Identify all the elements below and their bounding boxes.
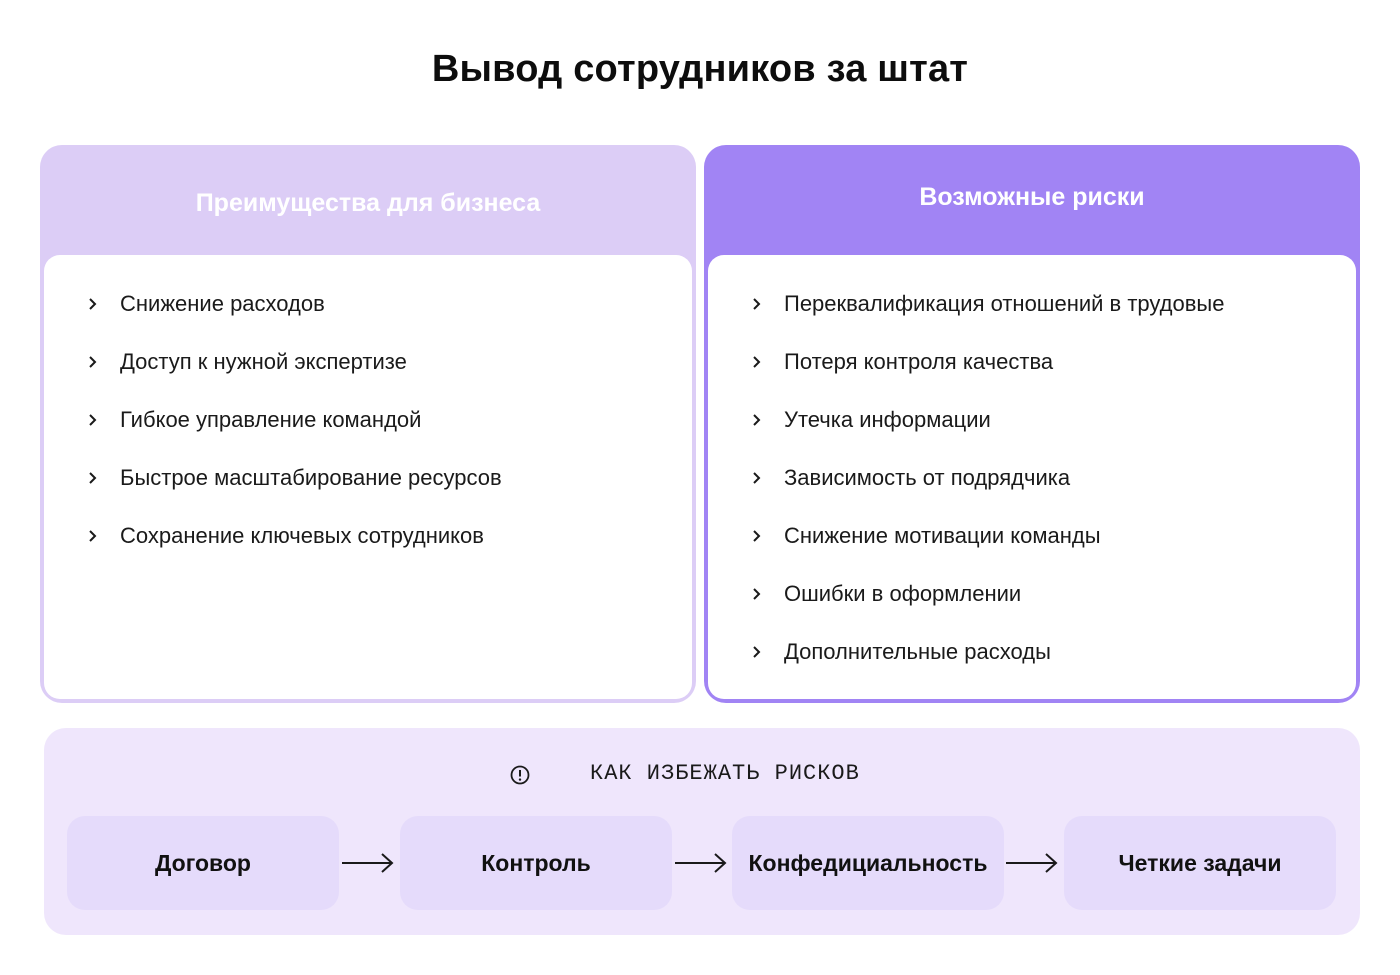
benefits-header: Преимущества для бизнеса [195,189,541,217]
chevron-right-icon [89,472,97,484]
benefit-item: Гибкое управление командой [44,405,692,463]
benefits-list: Снижение расходов Доступ к нужной экспер… [44,289,692,579]
risk-label: Дополнительные расходы [784,639,1051,664]
chevron-right-icon [89,530,97,542]
arrow-right-icon [342,853,394,873]
chevron-right-icon [753,356,761,368]
benefit-label: Сохранение ключевых сотрудников [120,523,484,548]
risk-item: Потеря контроля качества [708,347,1356,405]
step-confidentiality: Конфедициальность [732,816,1004,910]
page-title: Вывод сотрудников за штат [431,48,969,90]
benefit-item: Доступ к нужной экспертизе [44,347,692,405]
risk-item: Снижение мотивации команды [708,521,1356,579]
benefit-label: Гибкое управление командой [120,407,422,432]
risk-label: Потеря контроля качества [784,349,1054,374]
benefits-panel: Преимущества для бизнеса Снижение расход… [40,145,696,703]
chevron-right-icon [753,472,761,484]
risk-item: Ошибки в оформлении [708,579,1356,637]
benefit-item: Сохранение ключевых сотрудников [44,521,692,579]
risks-panel: Возможные риски Переквалификация отношен… [704,145,1360,703]
avoid-risks-title: КАК ИЗБЕЖАТЬ РИСКОВ [590,761,860,786]
chevron-right-icon [753,298,761,310]
risk-label: Зависимость от подрядчика [784,465,1071,490]
risk-item: Зависимость от подрядчика [708,463,1356,521]
chevron-right-icon [89,356,97,368]
risk-item: Дополнительные расходы [708,637,1356,695]
benefit-label: Доступ к нужной экспертизе [120,349,407,374]
risk-item: Утечка информации [708,405,1356,463]
risk-label: Утечка информации [784,407,991,432]
risk-item: Переквалификация отношений в трудовые [708,289,1356,347]
risks-header: Возможные риски [919,183,1145,211]
risk-label: Ошибки в оформлении [784,581,1022,606]
arrow-right-icon [1006,853,1058,873]
chevron-right-icon [753,646,761,658]
chevron-right-icon [753,530,761,542]
benefit-item: Быстрое масштабирование ресурсов [44,463,692,521]
benefit-item: Снижение расходов [44,289,692,347]
step-contract: Договор [67,816,339,910]
info-icon [510,765,530,785]
chevron-right-icon [89,414,97,426]
chevron-right-icon [89,298,97,310]
risks-list: Переквалификация отношений в трудовые По… [708,289,1356,695]
benefit-label: Быстрое масштабирование ресурсов [120,465,502,490]
avoid-risks-header: КАК ИЗБЕЖАТЬ РИСКОВ [44,760,1360,790]
risks-body: Переквалификация отношений в трудовые По… [708,255,1356,699]
risk-label: Снижение мотивации команды [784,523,1101,548]
step-control: Контроль [400,816,672,910]
risk-label: Переквалификация отношений в трудовые [784,291,1225,316]
avoid-risks-section: КАК ИЗБЕЖАТЬ РИСКОВ Договор Контроль Кон… [44,728,1360,935]
chevron-right-icon [753,414,761,426]
step-clear-tasks: Четкие задачи [1064,816,1336,910]
benefit-label: Снижение расходов [120,291,325,316]
benefits-body: Снижение расходов Доступ к нужной экспер… [44,255,692,699]
chevron-right-icon [753,588,761,600]
arrow-right-icon [675,853,727,873]
